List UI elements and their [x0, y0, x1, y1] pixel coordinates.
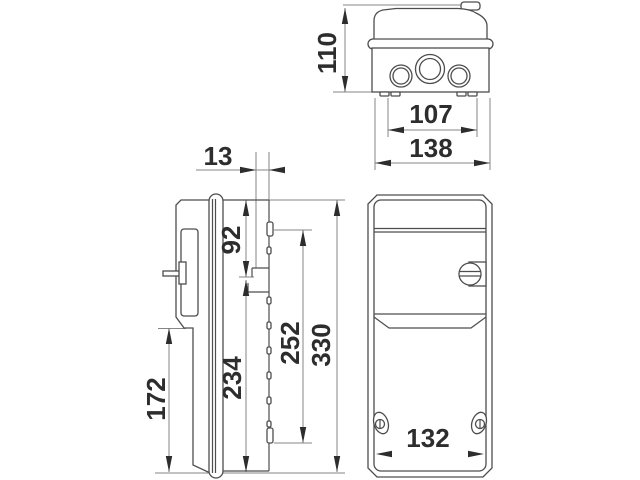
dimension-arrows	[165, 8, 490, 472]
dim-110-label: 110	[312, 32, 342, 74]
face-hook	[266, 346, 272, 355]
face-hook	[266, 420, 272, 428]
side-view-drawing	[162, 193, 274, 479]
quarter-turn-lock	[458, 261, 487, 287]
face-hook	[266, 296, 272, 305]
flange-tab	[467, 91, 478, 97]
extension-and-dimension-lines	[155, 4, 491, 474]
face-hook	[266, 246, 272, 255]
top-view-drawing	[367, 1, 494, 97]
mounting-screw-right	[470, 411, 488, 435]
front-view-drawing	[367, 194, 493, 478]
lid-lower-edge	[373, 316, 487, 329]
rail-hook-detail	[247, 267, 269, 293]
dim-330-label: 330	[306, 323, 336, 366]
dim-234-label: 234	[217, 356, 247, 400]
dimension-labels: 110 107 138 13 92 234 252 330 172 132	[141, 32, 453, 453]
wall-bracket-bar	[178, 261, 187, 285]
dim-138-label: 138	[409, 133, 452, 163]
mounting-screw-left	[372, 411, 390, 435]
mounting-slot-top	[266, 221, 274, 237]
face-hook	[266, 371, 272, 380]
dim-252-label: 252	[275, 321, 305, 364]
face-hook	[266, 396, 272, 405]
dim-172-label: 172	[141, 377, 171, 420]
dim-92-label: 92	[216, 226, 246, 255]
face-hook	[266, 321, 272, 330]
front-lid-outline	[373, 199, 487, 472]
mounting-slot-bottom	[266, 427, 274, 444]
flange-tab	[390, 91, 401, 97]
flange-tab	[379, 91, 390, 97]
dim-13-label: 13	[204, 141, 233, 171]
dim-132-label: 132	[406, 423, 449, 453]
dim-107-label: 107	[409, 99, 452, 129]
lid-dome	[373, 7, 488, 41]
flange-tab	[456, 91, 467, 97]
